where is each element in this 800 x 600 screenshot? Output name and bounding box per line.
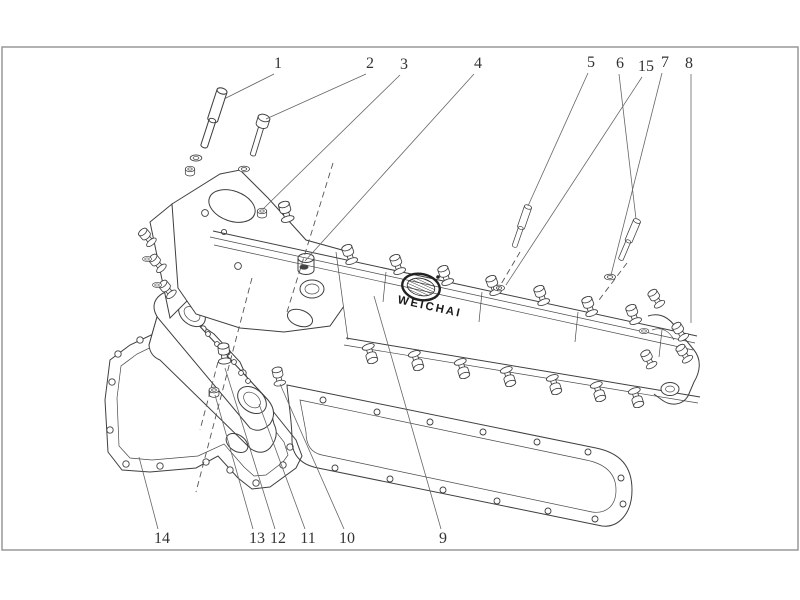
leader-line-6 bbox=[618, 73, 637, 220]
washer-part-7 bbox=[604, 273, 616, 281]
leader-line-11 bbox=[258, 403, 306, 530]
callout-label-7: 7 bbox=[661, 54, 669, 71]
leader-line-2 bbox=[265, 73, 367, 120]
nut-part-3 bbox=[256, 207, 268, 219]
callout-label-13: 13 bbox=[249, 530, 265, 547]
callout-label-3: 3 bbox=[400, 56, 408, 73]
callout-label-11: 11 bbox=[300, 530, 315, 547]
callout-label-4: 4 bbox=[474, 55, 482, 72]
callout-label-15: 15 bbox=[638, 58, 654, 75]
leader-line-5 bbox=[527, 72, 589, 207]
callout-label-12: 12 bbox=[270, 530, 286, 547]
leader-line-3 bbox=[262, 74, 401, 210]
leader-line-15 bbox=[505, 76, 643, 286]
core-port-bottom bbox=[237, 385, 267, 415]
logo-registered-dot bbox=[436, 275, 440, 279]
callout-label-10: 10 bbox=[339, 530, 355, 547]
callout-label-9: 9 bbox=[439, 530, 447, 547]
leader-line-9 bbox=[373, 295, 442, 530]
callout-label-14: 14 bbox=[154, 530, 170, 547]
cover-right-end bbox=[638, 286, 700, 405]
callout-label-6: 6 bbox=[616, 55, 624, 72]
leader-line-13 bbox=[214, 394, 254, 530]
callout-label-5: 5 bbox=[587, 54, 595, 71]
leader-line-12 bbox=[224, 367, 276, 530]
cooler-housing bbox=[136, 86, 353, 333]
leader-line-1 bbox=[223, 73, 275, 100]
gasket-bottom bbox=[286, 384, 633, 527]
gasket-bottom-holes bbox=[319, 396, 627, 523]
assembly-axes bbox=[195, 162, 628, 493]
callout-label-1: 1 bbox=[274, 55, 282, 72]
leader-line-14 bbox=[138, 456, 159, 530]
callout-label-2: 2 bbox=[366, 55, 374, 72]
nut-part-13 bbox=[208, 386, 220, 398]
washer-below-stud-1 bbox=[189, 154, 203, 162]
leader-line-10 bbox=[279, 383, 345, 530]
leader-line-4 bbox=[304, 73, 475, 262]
core-boss bbox=[225, 432, 249, 454]
housing-oval-opening bbox=[208, 189, 256, 223]
washer bbox=[152, 282, 162, 288]
washer bbox=[142, 256, 152, 262]
callout-label-8: 8 bbox=[685, 55, 693, 72]
leader-line-7 bbox=[610, 72, 663, 276]
washer bbox=[238, 165, 250, 173]
nut-below-stud-1 bbox=[184, 165, 196, 177]
housing-port bbox=[299, 279, 325, 299]
cover-plate: WEICHAI bbox=[209, 230, 701, 410]
logo-ellipse bbox=[401, 272, 441, 302]
